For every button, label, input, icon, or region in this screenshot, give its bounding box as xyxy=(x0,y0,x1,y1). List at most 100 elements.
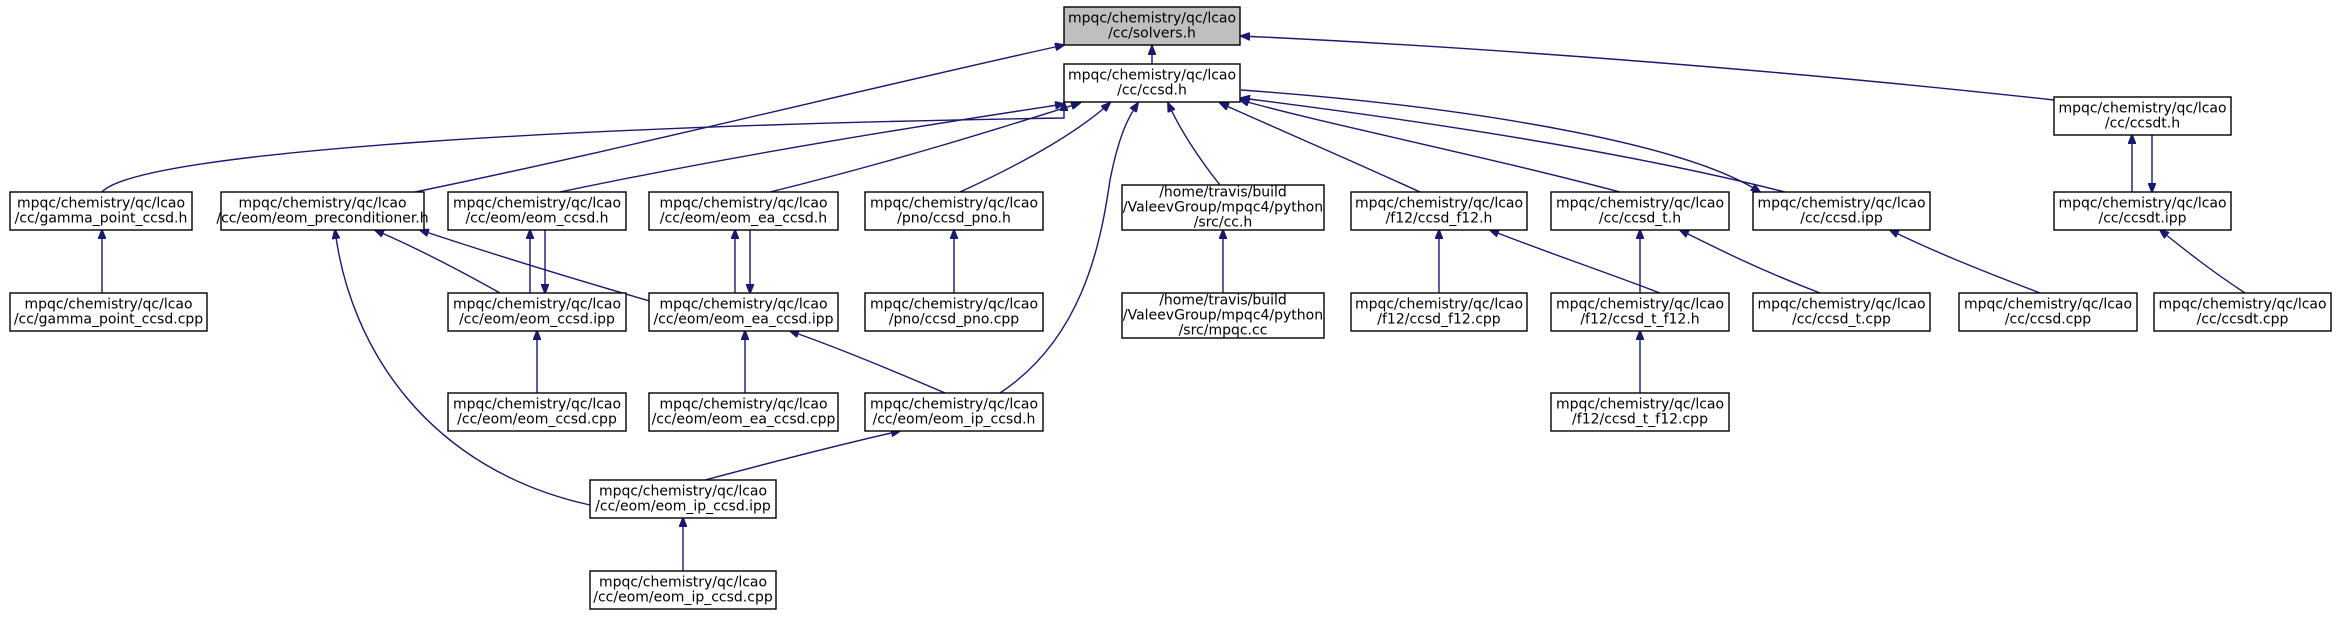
file-node[interactable]: mpqc/chemistry/qc/lcao/cc/eom/eom_ea_ccs… xyxy=(648,191,839,231)
file-box xyxy=(648,292,839,332)
file-node[interactable]: mpqc/chemistry/qc/lcao/pno/ccsd_pno.h xyxy=(864,191,1044,231)
file-label-line: mpqc/chemistry/qc/lcao xyxy=(599,484,767,500)
file-label-line: /cc/eom/eom_ea_ccsd.cpp xyxy=(652,412,836,428)
file-box xyxy=(220,191,425,231)
file-box xyxy=(1550,392,1730,432)
file-label-line: /src/mpqc.cc xyxy=(1179,323,1268,339)
node-layer: mpqc/chemistry/qc/lcao/cc/solvers.hmpqc/… xyxy=(9,6,2332,610)
file-label-line: mpqc/chemistry/qc/lcao xyxy=(17,196,185,212)
file-node[interactable]: mpqc/chemistry/qc/lcao/cc/eom/eom_ea_ccs… xyxy=(648,392,839,432)
file-node[interactable]: mpqc/chemistry/qc/lcao/cc/gamma_point_cc… xyxy=(9,292,208,332)
file-box xyxy=(9,292,208,332)
file-box xyxy=(2053,191,2232,231)
file-label-line: /pno/ccsd_pno.cpp xyxy=(889,312,1019,328)
file-label-line: /f12/ccsd_t_f12.cpp xyxy=(1572,412,1708,428)
file-box xyxy=(1958,292,2138,332)
file-label-line: /cc/ccsd_t.cpp xyxy=(1792,312,1891,328)
file-label-line: mpqc/chemistry/qc/lcao xyxy=(1757,196,1925,212)
file-box xyxy=(589,479,777,519)
dependency-edge xyxy=(1680,230,1821,294)
file-node[interactable]: mpqc/chemistry/qc/lcao/cc/eom/eom_ip_ccs… xyxy=(589,479,777,519)
file-node[interactable]: mpqc/chemistry/qc/lcao/cc/ccsd_t.cpp xyxy=(1752,292,1931,332)
file-label-line: /cc/eom/eom_ccsd.cpp xyxy=(457,412,617,428)
file-node[interactable]: mpqc/chemistry/qc/lcao/cc/ccsd.h xyxy=(1063,63,1241,103)
file-label-line: mpqc/chemistry/qc/lcao xyxy=(2058,196,2226,212)
file-node[interactable]: mpqc/chemistry/qc/lcao/cc/ccsd_t.h xyxy=(1550,191,1730,231)
file-label-line: mpqc/chemistry/qc/lcao xyxy=(2158,297,2326,313)
file-label-line: /src/cc.h xyxy=(1194,215,1253,231)
file-box xyxy=(9,191,193,231)
file-label-line: mpqc/chemistry/qc/lcao xyxy=(453,196,621,212)
file-box xyxy=(447,292,627,332)
file-box xyxy=(1550,191,1730,231)
file-box xyxy=(1752,292,1931,332)
file-node[interactable]: mpqc/chemistry/qc/lcao/cc/eom/eom_precon… xyxy=(216,191,429,231)
file-node[interactable]: mpqc/chemistry/qc/lcao/cc/ccsdt.h xyxy=(2053,96,2232,136)
file-node[interactable]: /home/travis/build/ValeevGroup/mpqc4/pyt… xyxy=(1121,292,1325,339)
current-file-box xyxy=(1063,6,1241,46)
file-node[interactable]: mpqc/chemistry/qc/lcao/cc/eom/eom_ip_ccs… xyxy=(589,570,777,610)
file-box xyxy=(864,191,1044,231)
file-label-line: /cc/eom/eom_ccsd.ipp xyxy=(459,312,615,328)
file-label-line: /cc/gamma_point_ccsd.cpp xyxy=(14,312,203,328)
file-label-line: mpqc/chemistry/qc/lcao xyxy=(870,397,1038,413)
file-box xyxy=(648,392,839,432)
file-label-line: /home/travis/build xyxy=(1159,185,1287,201)
file-box xyxy=(447,191,627,231)
dependency-edge xyxy=(790,331,946,394)
dependency-edge xyxy=(959,103,1110,193)
file-node[interactable]: mpqc/chemistry/qc/lcao/f12/ccsd_f12.h xyxy=(1350,191,1528,231)
file-label-line: mpqc/chemistry/qc/lcao xyxy=(1355,297,1523,313)
file-label-line: /cc/ccsd.h xyxy=(1117,83,1187,99)
file-box xyxy=(1550,292,1730,332)
dependency-edge xyxy=(999,103,1138,394)
file-node[interactable]: mpqc/chemistry/qc/lcao/cc/eom/eom_ccsd.i… xyxy=(447,292,627,332)
file-node[interactable]: mpqc/chemistry/qc/lcao/cc/gamma_point_cc… xyxy=(9,191,193,231)
file-label-line: mpqc/chemistry/qc/lcao xyxy=(24,297,192,313)
file-label-line: mpqc/chemistry/qc/lcao xyxy=(2058,101,2226,117)
file-label-line: mpqc/chemistry/qc/lcao xyxy=(1556,297,1724,313)
file-node[interactable]: mpqc/chemistry/qc/lcao/cc/eom/eom_ccsd.h xyxy=(447,191,627,231)
file-box xyxy=(1350,191,1528,231)
file-node[interactable]: mpqc/chemistry/qc/lcao/f12/ccsd_f12.cpp xyxy=(1350,292,1528,332)
dependency-edge xyxy=(1240,100,1621,193)
file-node: mpqc/chemistry/qc/lcao/cc/solvers.h xyxy=(1063,6,1241,46)
file-label-line: /cc/eom/eom_preconditioner.h xyxy=(216,211,428,227)
file-label-line: /cc/solvers.h xyxy=(1108,26,1196,42)
edge-layer xyxy=(102,36,2246,571)
file-box xyxy=(2153,292,2332,332)
file-label-line: /cc/ccsd.cpp xyxy=(2005,312,2091,328)
dependency-edge xyxy=(335,230,591,506)
file-label-line: mpqc/chemistry/qc/lcao xyxy=(1964,297,2132,313)
dependency-edge xyxy=(1240,89,1760,192)
file-node[interactable]: mpqc/chemistry/qc/lcao/f12/ccsd_t_f12.cp… xyxy=(1550,392,1730,432)
file-node[interactable]: mpqc/chemistry/qc/lcao/cc/ccsdt.cpp xyxy=(2153,292,2332,332)
file-node[interactable]: mpqc/chemistry/qc/lcao/cc/ccsdt.ipp xyxy=(2053,191,2232,231)
dependency-edge xyxy=(1241,98,1786,193)
file-label-line: /cc/ccsd.ipp xyxy=(1800,211,1883,227)
file-box xyxy=(1752,191,1931,231)
file-label-line: /ValeevGroup/mpqc4/python xyxy=(1123,200,1323,216)
file-node[interactable]: mpqc/chemistry/qc/lcao/f12/ccsd_t_f12.h xyxy=(1550,292,1730,332)
file-node[interactable]: /home/travis/build/ValeevGroup/mpqc4/pyt… xyxy=(1121,184,1325,231)
file-node[interactable]: mpqc/chemistry/qc/lcao/cc/eom/eom_ccsd.c… xyxy=(447,392,627,432)
file-node[interactable]: mpqc/chemistry/qc/lcao/cc/ccsd.ipp xyxy=(1752,191,1931,231)
file-label-line: /cc/ccsdt.cpp xyxy=(2197,312,2289,328)
file-node[interactable]: mpqc/chemistry/qc/lcao/pno/ccsd_pno.cpp xyxy=(864,292,1044,332)
file-label-line: mpqc/chemistry/qc/lcao xyxy=(1355,196,1523,212)
file-label-line: mpqc/chemistry/qc/lcao xyxy=(453,397,621,413)
file-node[interactable]: mpqc/chemistry/qc/lcao/cc/eom/eom_ip_ccs… xyxy=(864,392,1044,432)
file-box xyxy=(1121,184,1325,231)
dependency-edge xyxy=(769,103,1080,193)
file-node[interactable]: mpqc/chemistry/qc/lcao/cc/ccsd.cpp xyxy=(1958,292,2138,332)
file-node[interactable]: mpqc/chemistry/qc/lcao/cc/eom/eom_ea_ccs… xyxy=(648,292,839,332)
dependency-edge xyxy=(1168,103,1221,186)
file-label-line: mpqc/chemistry/qc/lcao xyxy=(1068,11,1236,27)
dependency-edge xyxy=(2160,230,2246,294)
dependency-edge xyxy=(1490,230,1661,294)
file-label-line: /f12/ccsd_f12.cpp xyxy=(1377,312,1501,328)
file-label-line: /cc/eom/eom_ea_ccsd.h xyxy=(660,211,827,227)
file-label-line: /cc/gamma_point_ccsd.h xyxy=(15,211,188,227)
file-label-line: /cc/eom/eom_ip_ccsd.h xyxy=(873,412,1036,428)
file-label-line: /cc/ccsdt.ipp xyxy=(2098,211,2186,227)
